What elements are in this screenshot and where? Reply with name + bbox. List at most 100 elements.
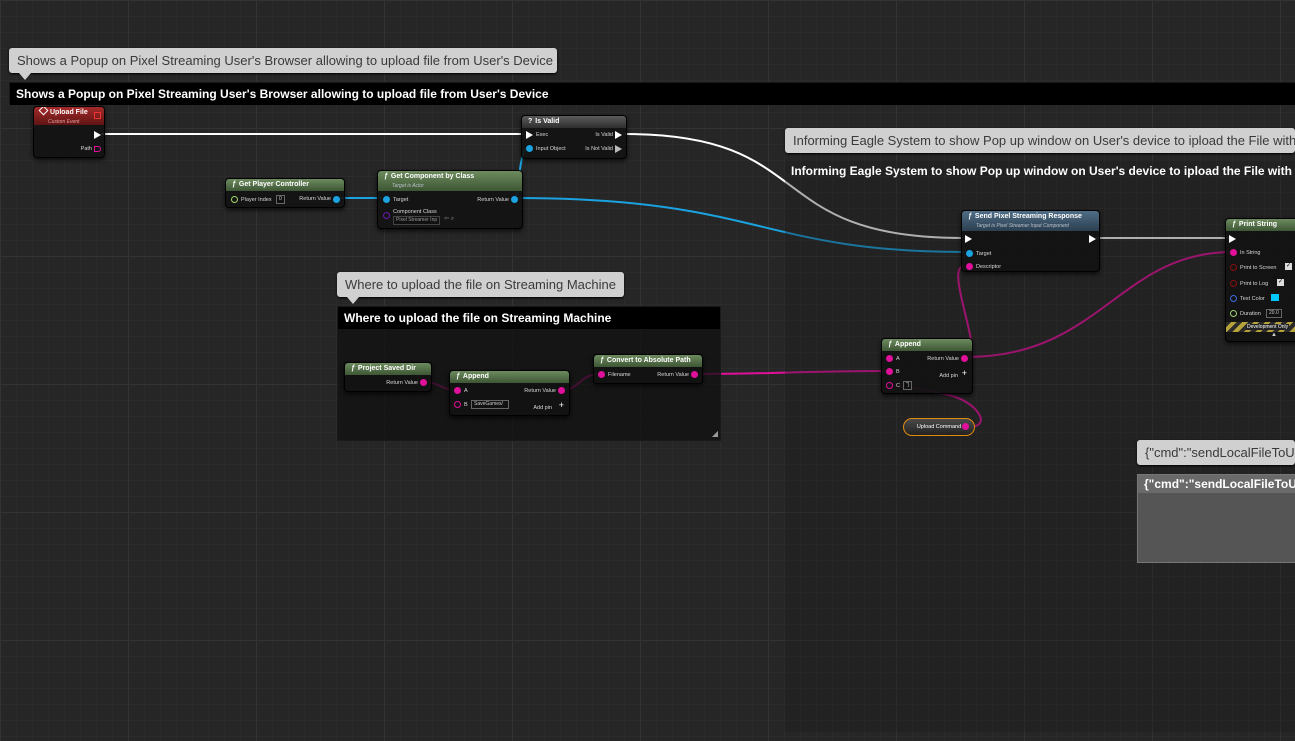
variable-label: Upload Command — [916, 424, 962, 430]
function-icon: ƒ — [232, 181, 236, 188]
upload-command-variable[interactable]: Upload Command — [903, 418, 975, 436]
c-field[interactable]: "} — [903, 381, 913, 390]
b-field[interactable]: SaveGames/ — [471, 400, 509, 409]
target-pin[interactable] — [966, 250, 973, 257]
exec-in-pin[interactable] — [965, 235, 972, 243]
browse-icon[interactable]: ⇦ ⌕ — [444, 216, 455, 222]
node-title: Upload File — [50, 109, 88, 116]
b-pin[interactable] — [454, 401, 461, 408]
string-wire-append-print — [966, 251, 1233, 358]
node-title: Project Saved Dir — [357, 365, 416, 372]
pin-label-return-value: Return Value — [477, 197, 509, 203]
print-to-screen-pin[interactable] — [1230, 264, 1237, 271]
component-class-select[interactable]: Pixel Streamer Inp — [393, 216, 441, 225]
print-to-log-checkbox[interactable]: ✓ — [1277, 279, 1284, 286]
comment-bubble-eagle[interactable]: Informing Eagle System to show Pop up wi… — [785, 128, 1295, 153]
pin-label-target: Target — [393, 197, 409, 203]
return-value-out-pin[interactable] — [333, 196, 340, 203]
print-to-screen-checkbox[interactable]: ✓ — [1285, 263, 1292, 270]
node-upload-file[interactable]: Upload File Custom Event Path — [33, 106, 105, 158]
input-object-pin[interactable] — [526, 145, 533, 152]
target-pin[interactable] — [383, 196, 390, 203]
exec-out-pin[interactable] — [94, 131, 101, 139]
development-only-band: Development Only — [1226, 322, 1295, 332]
node-is-valid[interactable]: ?Is Valid Exec Is Valid Input Object Is … — [521, 115, 627, 159]
add-pin-icon[interactable]: + — [558, 400, 564, 410]
text-color-pin[interactable] — [1230, 295, 1237, 302]
node-title: Print String — [1238, 221, 1278, 228]
pin-label-c: C — [896, 383, 900, 389]
return-value-out-pin[interactable] — [511, 196, 518, 203]
is-valid-out-pin[interactable] — [615, 131, 622, 139]
pin-label-input-object: Input Object — [536, 146, 566, 152]
text-color-swatch[interactable] — [1271, 294, 1279, 301]
return-value-out-pin[interactable] — [558, 387, 565, 394]
pin-label-return-value: Return Value — [524, 388, 556, 394]
function-icon: ƒ — [968, 213, 972, 220]
descriptor-pin[interactable] — [966, 263, 973, 270]
return-value-out-pin[interactable] — [420, 379, 427, 386]
exec-out-pin[interactable] — [1089, 235, 1096, 243]
comment-box-upload[interactable]: Shows a Popup on Pixel Streaming User's … — [9, 82, 1295, 105]
component-class-pin[interactable] — [383, 212, 390, 219]
player-index-pin[interactable] — [231, 196, 238, 203]
pin-label-path: Path — [80, 146, 92, 152]
node-subtitle: Target is Pixel Streamer Input Component — [976, 223, 1069, 229]
return-value-out-pin[interactable] — [961, 355, 968, 362]
duration-field[interactable]: 20.0 — [1266, 309, 1282, 318]
print-to-log-pin[interactable] — [1230, 280, 1237, 287]
comment-box-cmd[interactable]: {"cmd":"sendLocalFileToUE- — [1137, 474, 1295, 563]
pin-label-player-index: Player Index — [241, 197, 272, 203]
pin-label-return-value: Return Value — [386, 380, 418, 386]
add-pin-icon[interactable]: + — [961, 368, 967, 378]
pin-label-duration: Duration — [1240, 311, 1261, 317]
a-pin[interactable] — [454, 387, 461, 394]
node-title: Get Component by Class — [390, 173, 475, 180]
comment-bubble-where[interactable]: Where to upload the file on Streaming Ma… — [337, 272, 624, 304]
function-icon: ƒ — [456, 373, 460, 380]
return-value-out-pin[interactable] — [691, 371, 698, 378]
node-is-valid-header: ?Is Valid — [522, 116, 626, 128]
node-upload-file-header: Upload File — [34, 107, 104, 125]
pin-label-is-valid: Is Valid — [595, 132, 613, 138]
in-string-pin[interactable] — [1230, 249, 1237, 256]
pin-label-return-value: Return Value — [927, 356, 959, 362]
pin-label-print-to-screen: Print to Screen — [1240, 265, 1277, 271]
is-not-valid-out-pin[interactable] — [615, 145, 622, 153]
duration-pin[interactable] — [1230, 310, 1237, 317]
event-diamond-icon — [38, 107, 49, 116]
node-title: Convert to Absolute Path — [606, 357, 691, 364]
node-title: Append — [894, 341, 921, 348]
exec-in-pin[interactable] — [526, 131, 533, 139]
pin-label-print-to-log: Print to Log — [1240, 281, 1269, 287]
comment-bubble-cmd[interactable]: {"cmd":"sendLocalFileToU — [1137, 440, 1295, 465]
function-icon: ƒ — [384, 173, 388, 180]
c-pin[interactable] — [886, 382, 893, 389]
b-pin[interactable] — [886, 368, 893, 375]
delegate-pin[interactable] — [94, 112, 101, 119]
comment-resize-handle[interactable]: ◢ — [711, 429, 718, 438]
comment-title-cmd: {"cmd":"sendLocalFileToUE- — [1138, 475, 1295, 493]
exec-wire-isvalid-send — [624, 133, 964, 239]
a-pin[interactable] — [886, 355, 893, 362]
path-out-pin[interactable] — [94, 146, 101, 152]
exec-in-pin[interactable] — [1229, 235, 1236, 243]
upload-command-out-pin[interactable] — [962, 423, 969, 430]
expand-arrow-icon[interactable]: ▲ — [1271, 332, 1277, 338]
node-title: Send Pixel Streaming Response — [974, 213, 1082, 220]
pin-label-exec: Exec — [536, 132, 549, 138]
player-index-field[interactable]: 0 — [276, 195, 285, 204]
comment-bubble-upload[interactable]: Shows a Popup on Pixel Streaming User's … — [9, 48, 557, 80]
filename-pin[interactable] — [598, 371, 605, 378]
pin-label-descriptor: Descriptor — [976, 264, 1002, 270]
